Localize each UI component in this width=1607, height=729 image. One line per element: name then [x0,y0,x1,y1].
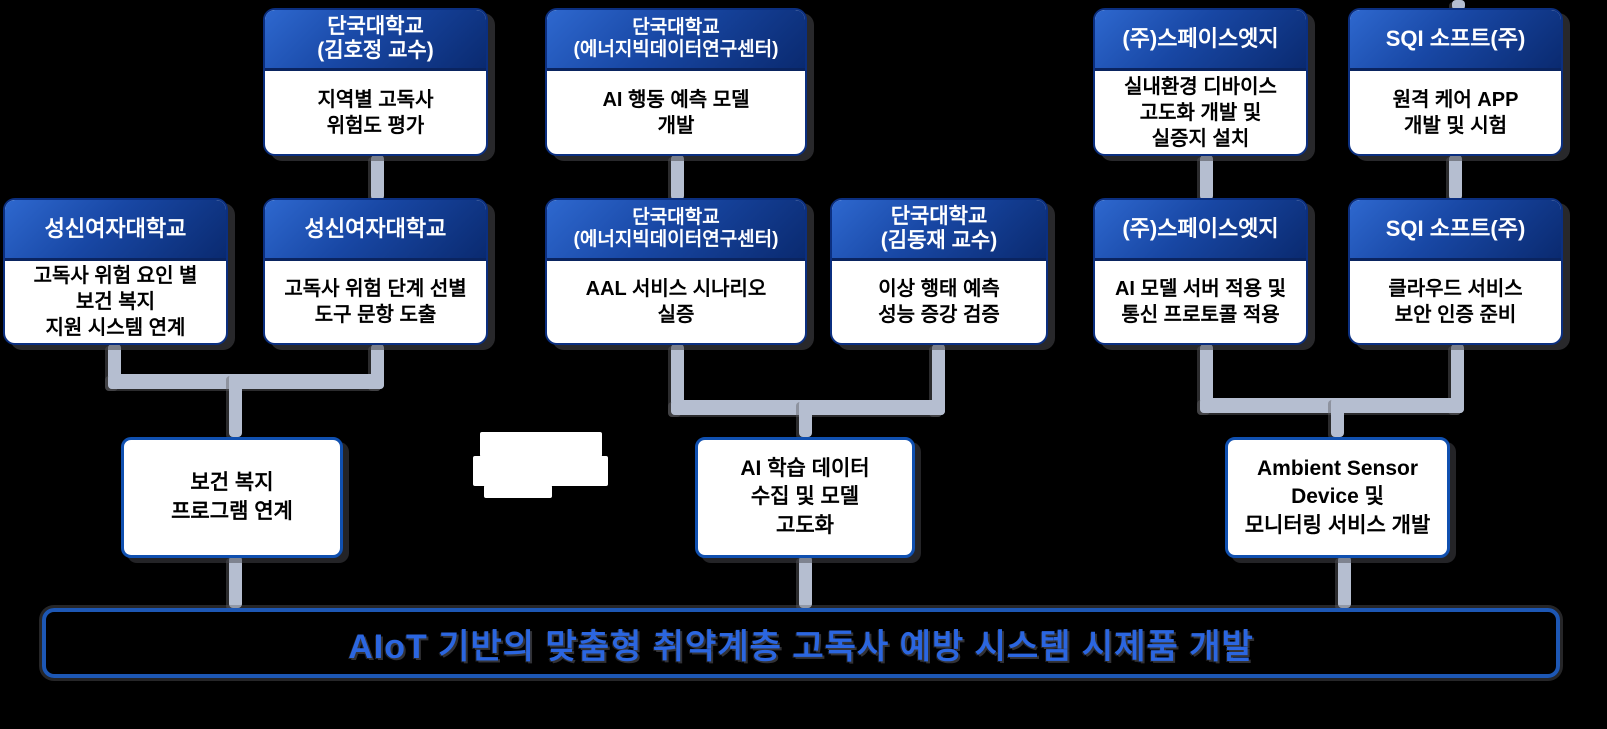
task-box-health-welfare-program: 보건 복지 프로그램 연계 [121,437,343,558]
org-box-body: 원격 케어 APP 개발 및 시험 [1392,88,1519,137]
task-box-ai-training-data: AI 학습 데이터 수집 및 모델 고도화 [695,437,915,558]
org-box-body: 실내환경 디바이스 고도화 개발 및 실증지 설치 [1124,75,1277,150]
org-box-dankook-energy-bigdata-mid: 단국대학교 (에너지빅데이터연구센터) AAL 서비스 시나리오 실증 [545,198,807,345]
connector-left-bar [108,374,384,389]
org-box-body: AAL 서비스 시나리오 실증 [585,278,767,326]
redaction-blob [484,485,552,498]
connector-s4-down [932,344,945,415]
org-box-header: 단국대학교 (에너지빅데이터연구센터) [547,10,805,71]
connector-t2-s3 [671,155,684,200]
connector-w3-banner [1338,556,1351,608]
org-box-header: 성신여자대학교 [5,200,226,261]
connector-w2-banner [799,556,812,608]
org-box-sqi-soft-mid: SQI 소프트(주) 클라우드 서비스 보안 인증 준비 [1348,198,1563,345]
connector-left-merge-down [229,374,242,437]
redaction-blob [473,456,608,486]
org-box-header: SQI 소프트(주) [1350,200,1561,261]
connector-t1-s2 [371,155,384,200]
connector-t4-s6 [1449,155,1462,200]
org-box-header: (주)스페이스엣지 [1095,10,1306,71]
org-box-header: 단국대학교 (김동재 교수) [832,200,1046,261]
org-box-body: 클라우드 서비스 보안 인증 준비 [1388,278,1523,326]
connector-s3-down [671,344,684,415]
org-box-spaceedge-mid: (주)스페이스엣지 AI 모델 서버 적용 및 통신 프로토콜 적용 [1093,198,1308,345]
task-box-ambient-sensor-device: Ambient Sensor Device 및 모니터링 서비스 개발 [1225,437,1450,558]
org-box-body: 고독사 위험 요인 별 보건 복지 지원 시스템 연계 [33,265,198,339]
org-box-header: 단국대학교 (에너지빅데이터연구센터) [547,200,805,261]
org-box-spaceedge-top: (주)스페이스엣지 실내환경 디바이스 고도화 개발 및 실증지 설치 [1093,8,1308,156]
org-box-body: 지역별 고독사 위험도 평가 [317,88,434,137]
connector-right-merge-down [1331,398,1344,437]
connector-middle-merge-down [799,400,812,437]
connector-s5-down [1200,344,1213,413]
org-box-body: AI 모델 서버 적용 및 통신 프로토콜 적용 [1114,278,1287,326]
org-box-dankook-energy-bigdata-top: 단국대학교 (에너지빅데이터연구센터) AI 행동 예측 모델 개발 [545,8,807,156]
org-box-body: AI 행동 예측 모델 개발 [602,88,750,137]
org-box-header: 단국대학교 (김호정 교수) [265,10,486,71]
org-box-body: 고독사 위험 단계 선별 도구 문항 도출 [284,278,467,326]
org-box-header: 성신여자대학교 [265,200,486,261]
connector-top-stub-sqi [1452,0,1465,10]
org-box-sqi-soft-top: SQI 소프트(주) 원격 케어 APP 개발 및 시험 [1348,8,1563,156]
connector-t3-s5 [1200,155,1213,200]
org-box-header: (주)스페이스엣지 [1095,200,1306,261]
org-box-body: 이상 행태 예측 성능 증강 검증 [878,278,1000,326]
org-box-header: SQI 소프트(주) [1350,10,1561,71]
goal-banner-label: AIoT 기반의 맞춤형 취약계층 고독사 예방 시스템 시제품 개발 [348,627,1254,666]
goal-banner: AIoT 기반의 맞춤형 취약계층 고독사 예방 시스템 시제품 개발 [42,608,1560,678]
org-box-dankook-kimdongjae: 단국대학교 (김동재 교수) 이상 행태 예측 성능 증강 검증 [830,198,1048,345]
connector-s6-down [1451,344,1464,413]
connector-w1-banner [229,556,242,608]
org-box-sungshin-2: 성신여자대학교 고독사 위험 단계 선별 도구 문항 도출 [263,198,488,345]
org-box-sungshin-1: 성신여자대학교 고독사 위험 요인 별 보건 복지 지원 시스템 연계 [3,198,228,345]
org-box-dankook-kimhojung: 단국대학교 (김호정 교수) 지역별 고독사 위험도 평가 [263,8,488,156]
